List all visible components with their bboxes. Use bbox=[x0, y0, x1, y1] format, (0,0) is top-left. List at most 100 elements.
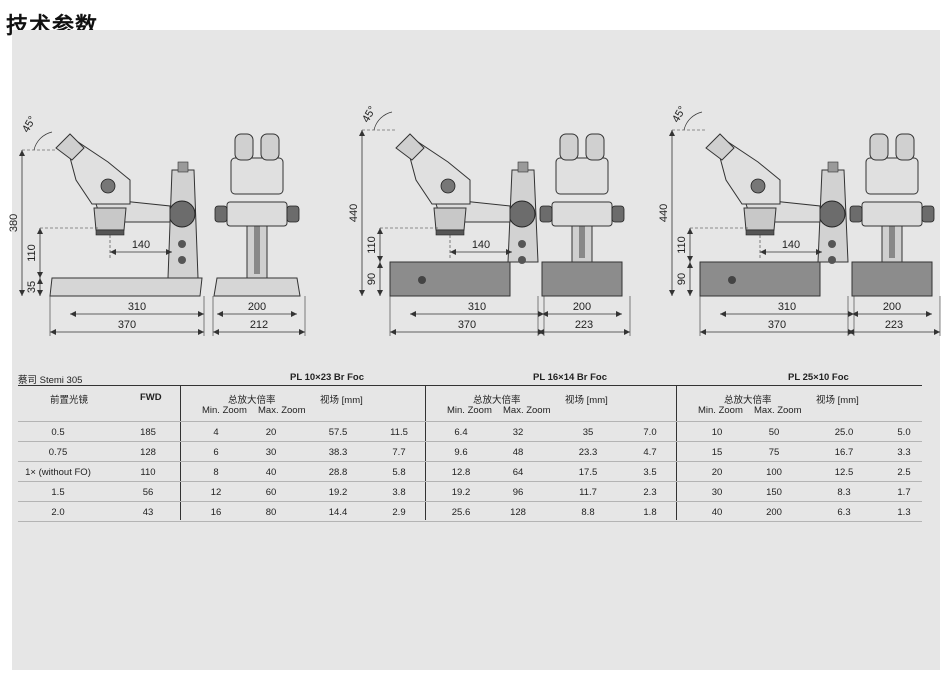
arrow-head bbox=[377, 262, 383, 268]
col-min-zoom-header: Min. Zoom bbox=[447, 405, 492, 416]
arrow-head bbox=[359, 130, 365, 136]
arrow-head bbox=[542, 311, 548, 317]
dim-label-depth-offset: 140 bbox=[132, 239, 150, 251]
dim-label-w1: 310 bbox=[778, 301, 796, 313]
arrow-head bbox=[37, 278, 43, 284]
front-column-slot bbox=[889, 226, 895, 258]
cell-front-optics: 0.75 bbox=[48, 447, 68, 458]
knob-icon bbox=[418, 276, 426, 284]
switch-icon bbox=[178, 256, 186, 264]
cell-front-optics: 1.5 bbox=[51, 487, 65, 498]
front-arm bbox=[226, 201, 288, 227]
zoom-knob-icon bbox=[750, 178, 766, 194]
arrow-head bbox=[926, 311, 932, 317]
cell-value: 64 bbox=[512, 467, 524, 478]
eyepiece bbox=[55, 133, 85, 161]
cell-value: 35 bbox=[582, 427, 594, 438]
dim-label-front-w1: 200 bbox=[883, 301, 901, 313]
front-eyepiece-right bbox=[895, 133, 915, 161]
arrow-head bbox=[377, 290, 383, 296]
col-max-zoom-header: Max. Zoom bbox=[754, 405, 802, 416]
dim-label-w2: 370 bbox=[458, 319, 476, 331]
base-block bbox=[389, 261, 511, 297]
arrow-head bbox=[616, 311, 622, 317]
dim-label-working: 110 bbox=[366, 236, 378, 254]
switch-icon bbox=[828, 256, 836, 264]
arrow-head bbox=[37, 228, 43, 234]
cell-front-optics: 2.0 bbox=[51, 507, 65, 518]
cell-value: 23.3 bbox=[578, 447, 598, 458]
col-front-optics-header: 前置光镜 bbox=[50, 395, 89, 406]
eyepiece bbox=[395, 133, 425, 161]
front-knob-right-icon bbox=[611, 205, 625, 223]
cell-value: 5.8 bbox=[392, 467, 406, 478]
front-eyepiece-left bbox=[234, 133, 254, 161]
cell-value: 6.3 bbox=[837, 507, 851, 518]
arrow-head bbox=[198, 329, 204, 335]
row-rule bbox=[18, 501, 922, 502]
col-min-zoom-header: Min. Zoom bbox=[202, 405, 247, 416]
arrow-head bbox=[377, 256, 383, 262]
col-fwd-header: FWD bbox=[140, 392, 162, 403]
cell-value: 17.5 bbox=[578, 467, 598, 478]
cell-value: 32 bbox=[512, 427, 524, 438]
front-knob-left-icon bbox=[539, 205, 553, 223]
dim-label-base: 90 bbox=[366, 273, 378, 285]
arrow-head bbox=[70, 311, 76, 317]
cell-value: 12.8 bbox=[451, 467, 471, 478]
cell-value: 16 bbox=[210, 507, 222, 518]
dim-label-base: 35 bbox=[26, 281, 38, 293]
dim-label-depth-offset: 140 bbox=[472, 239, 490, 251]
arrow-head bbox=[37, 272, 43, 278]
cell-value: 1.3 bbox=[897, 507, 911, 518]
cell-value: 8.8 bbox=[581, 507, 595, 518]
angle-label: 45° bbox=[670, 104, 689, 124]
cell-value: 96 bbox=[512, 487, 524, 498]
base-block bbox=[699, 261, 821, 297]
dim-label-w2: 370 bbox=[768, 319, 786, 331]
dim-label-height: 440 bbox=[348, 204, 360, 222]
cell-fwd: 185 bbox=[140, 427, 156, 438]
cell-value: 4.7 bbox=[643, 447, 657, 458]
switch-icon bbox=[178, 240, 186, 248]
knob-icon bbox=[728, 276, 736, 284]
arrow-head bbox=[848, 311, 854, 317]
cell-value: 5.0 bbox=[897, 427, 911, 438]
front-arm bbox=[551, 201, 613, 227]
front-head bbox=[230, 157, 284, 195]
col-field-header: 视场 [mm] bbox=[565, 395, 608, 406]
front-knob-left-icon bbox=[849, 205, 863, 223]
microscope-drawings: 3801103514045°3103702002124401109014045°… bbox=[8, 104, 941, 336]
cell-value: 20 bbox=[265, 427, 277, 438]
row-rule bbox=[18, 421, 922, 422]
model-label: 蔡司 Stemi 305 bbox=[18, 375, 83, 386]
column-cap bbox=[827, 161, 839, 173]
col-total-mag-header: 总放大倍率 bbox=[473, 395, 521, 406]
cell-value: 75 bbox=[768, 447, 780, 458]
col-max-zoom-header: Max. Zoom bbox=[258, 405, 306, 416]
col-field-header: 视场 [mm] bbox=[320, 395, 363, 406]
dim-label-height: 380 bbox=[8, 214, 20, 232]
cell-value: 7.7 bbox=[392, 447, 406, 458]
row-rule bbox=[18, 481, 922, 482]
dim-label-front-w2: 212 bbox=[250, 319, 268, 331]
switch-icon bbox=[828, 240, 836, 248]
cell-value: 25.6 bbox=[451, 507, 471, 518]
cell-value: 11.5 bbox=[390, 427, 408, 438]
arrow-head bbox=[50, 329, 56, 335]
cell-value: 28.8 bbox=[328, 467, 348, 478]
switch-icon bbox=[518, 240, 526, 248]
cell-value: 2.5 bbox=[897, 467, 911, 478]
cell-value: 4 bbox=[213, 427, 219, 438]
group-title: PL 25×10 Foc bbox=[788, 372, 849, 383]
arrow-head bbox=[816, 249, 822, 255]
arrow-head bbox=[37, 290, 43, 296]
front-eyepiece-right bbox=[260, 133, 280, 161]
arrow-head bbox=[852, 311, 858, 317]
table-top-rule bbox=[18, 385, 922, 386]
front-knob-right-icon bbox=[921, 205, 935, 223]
front-base-block bbox=[541, 261, 623, 297]
arrow-head bbox=[669, 290, 675, 296]
cell-value: 20 bbox=[711, 467, 723, 478]
